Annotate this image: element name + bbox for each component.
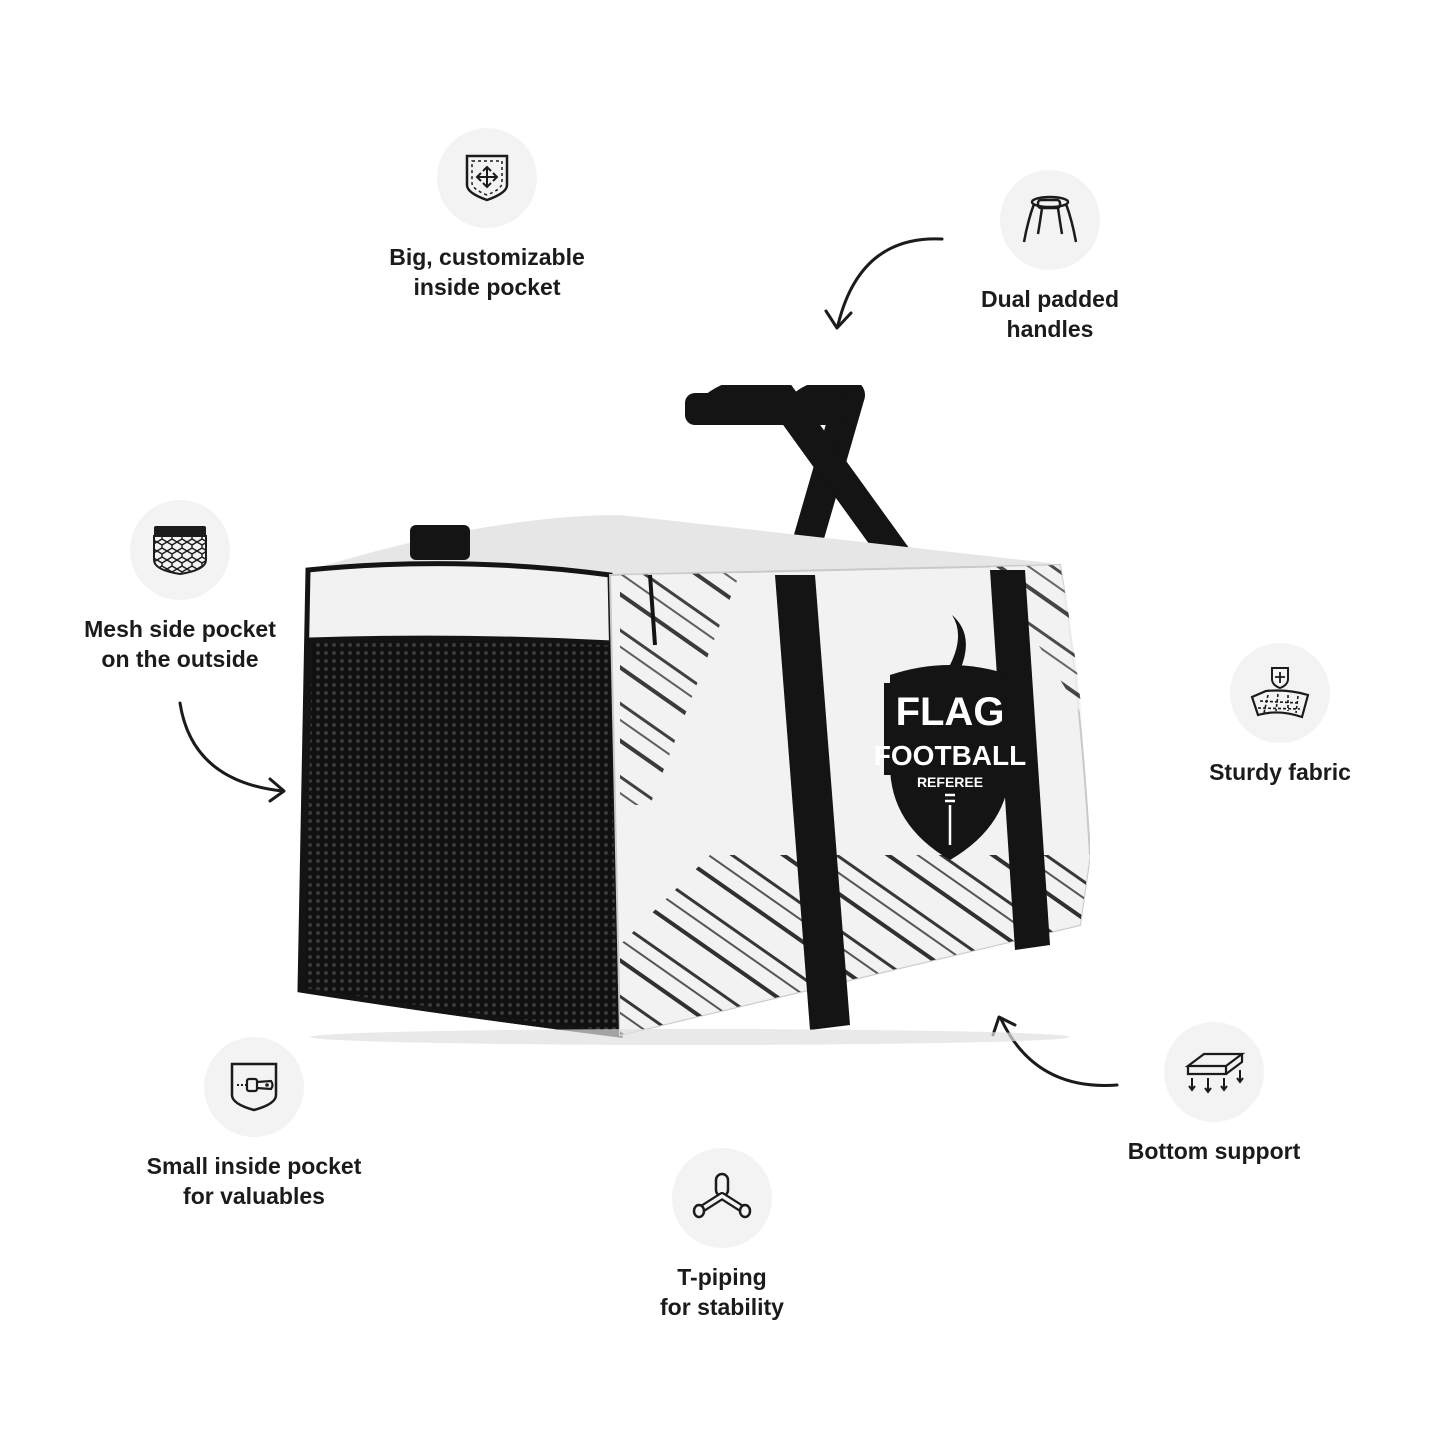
mesh-icon <box>130 500 230 600</box>
feature-t-piping: T-piping for stability <box>612 1148 832 1322</box>
feature-label: Sturdy fabric <box>1209 759 1351 785</box>
logo-line-1: FLAG <box>896 690 1005 734</box>
feature-label: Small inside pocket for valuables <box>146 1153 362 1209</box>
padded-handle-icon <box>1000 170 1100 270</box>
zipper-pocket-icon <box>204 1037 304 1137</box>
feature-label: Mesh side pocket on the outside <box>84 616 276 672</box>
flag-football-referee-logo: FLAG FOOTBALL REFEREE <box>874 615 1026 860</box>
t-piping-icon <box>672 1148 772 1248</box>
feature-label: Bottom support <box>1127 1138 1301 1164</box>
feature-bottom: Bottom support <box>1094 1022 1334 1166</box>
feature-fabric: Sturdy fabric <box>1180 643 1380 787</box>
feature-inside-pocket: Big, customizable inside pocket <box>347 128 627 302</box>
feature-label: Dual padded handles <box>980 286 1119 342</box>
pocket-arrows-icon <box>437 128 537 228</box>
feature-label: Big, customizable inside pocket <box>389 244 585 300</box>
arrow-to-handles <box>824 237 944 330</box>
feature-label: T-piping for stability <box>660 1264 784 1320</box>
feature-handles: Dual padded handles <box>920 170 1180 344</box>
sturdy-fabric-icon <box>1230 643 1330 743</box>
feature-small-pocket: Small inside pocket for valuables <box>114 1037 394 1211</box>
arrow-to-mesh <box>178 701 286 803</box>
bottom-support-icon <box>1164 1022 1264 1122</box>
logo-line-2: FOOTBALL <box>874 740 1026 771</box>
logo-line-3: REFEREE <box>917 774 983 790</box>
duffel-bag-image: FLAG FOOTBALL REFEREE <box>297 385 1090 1045</box>
feature-mesh-pocket: Mesh side pocket on the outside <box>40 500 320 674</box>
